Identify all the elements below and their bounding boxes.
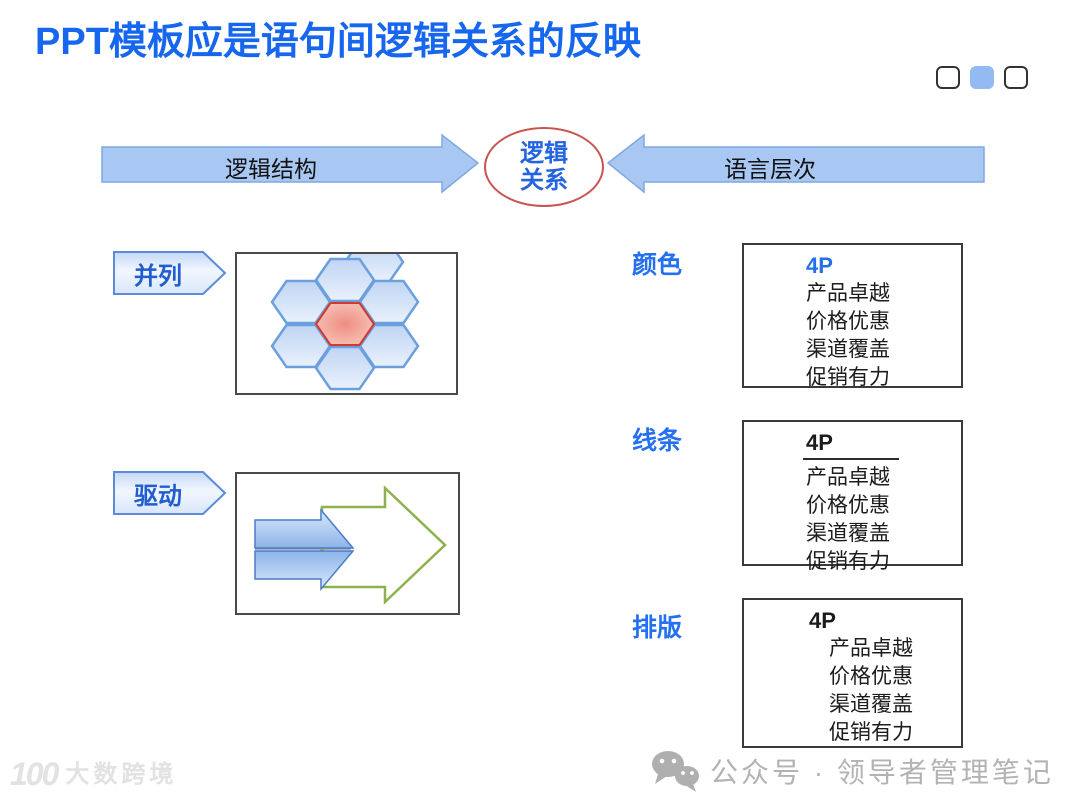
- tag-parallel-label: 并列: [134, 262, 182, 290]
- tag-driver-label: 驱动: [134, 482, 182, 510]
- box-heading: 4P: [806, 430, 833, 455]
- watermark-wechat-text: 公众号 · 领导者管理笔记: [710, 757, 1054, 788]
- box-item: 渠道覆盖: [829, 693, 913, 716]
- box-item: 价格优惠: [829, 665, 913, 688]
- label-line: 线条: [632, 427, 683, 455]
- logic-relation-ellipse: 逻辑 关系: [484, 127, 604, 207]
- box-item: 渠道覆盖: [806, 338, 890, 361]
- box-item: 产品卓越: [829, 637, 913, 660]
- language-level-arrow-icon: [606, 133, 985, 194]
- hexagon-bottom: [314, 345, 376, 391]
- hexagon-cluster-panel: [235, 252, 458, 395]
- logic-structure-arrow-label: 逻辑结构: [225, 156, 317, 182]
- blue-arrow-top: [254, 507, 355, 549]
- wechat-icon: [652, 751, 699, 792]
- green-outline-arrow: [320, 485, 447, 605]
- example-box-line: 4P 产品卓越 价格优惠 渠道覆盖 促销有力: [742, 420, 963, 573]
- pentagon-tag-icon: [113, 471, 227, 515]
- logic-relation-label: 逻辑 关系: [520, 140, 568, 194]
- tag-driver: 驱动: [112, 470, 227, 516]
- pager-square-active: [970, 66, 994, 89]
- language-level-arrow-label: 语言层次: [724, 156, 816, 182]
- pentagon-tag-icon: [113, 251, 227, 295]
- box-item: 促销有力: [806, 366, 890, 389]
- box-item: 价格优惠: [806, 310, 890, 333]
- box-item: 产品卓越: [806, 466, 890, 489]
- box-heading: 4P: [809, 608, 836, 633]
- label-color: 颜色: [632, 251, 683, 279]
- heading-underline: [803, 458, 899, 460]
- box-heading: 4P: [806, 253, 833, 278]
- box-item: 产品卓越: [806, 282, 890, 305]
- tag-parallel: 并列: [112, 250, 227, 296]
- box-item: 渠道覆盖: [806, 522, 890, 545]
- label-layout: 排版: [632, 614, 683, 642]
- slide-title: PPT模板应是语句间逻辑关系的反映: [35, 21, 641, 63]
- driver-arrow-panel: [235, 472, 460, 615]
- hexagon-center-red: [314, 302, 376, 346]
- watermark-dashu: 100 大数跨境: [10, 758, 177, 790]
- box-item: 促销有力: [829, 721, 913, 744]
- example-box-color: 4P 产品卓越 价格优惠 渠道覆盖 促销有力: [742, 243, 963, 389]
- dashu-logo-icon: 100: [10, 756, 59, 792]
- example-box-layout: 4P 产品卓越 价格优惠 渠道覆盖 促销有力: [742, 598, 963, 748]
- watermark-wechat: 公众号 · 领导者管理笔记: [650, 748, 1054, 794]
- green-tail-notch: [320, 546, 324, 552]
- slide-pager: [936, 66, 1028, 89]
- watermark-dashu-text: 大数跨境: [65, 761, 178, 788]
- box-item: 促销有力: [806, 550, 890, 573]
- blue-arrow-bottom: [254, 550, 355, 592]
- hexagon-cluster-icon: [270, 254, 420, 391]
- logic-structure-arrow-icon: [101, 133, 480, 194]
- pager-square-inactive: [1004, 66, 1028, 89]
- box-item: 价格优惠: [806, 494, 890, 517]
- driver-arrow-icon: [254, 485, 447, 605]
- pager-square-inactive: [936, 66, 960, 89]
